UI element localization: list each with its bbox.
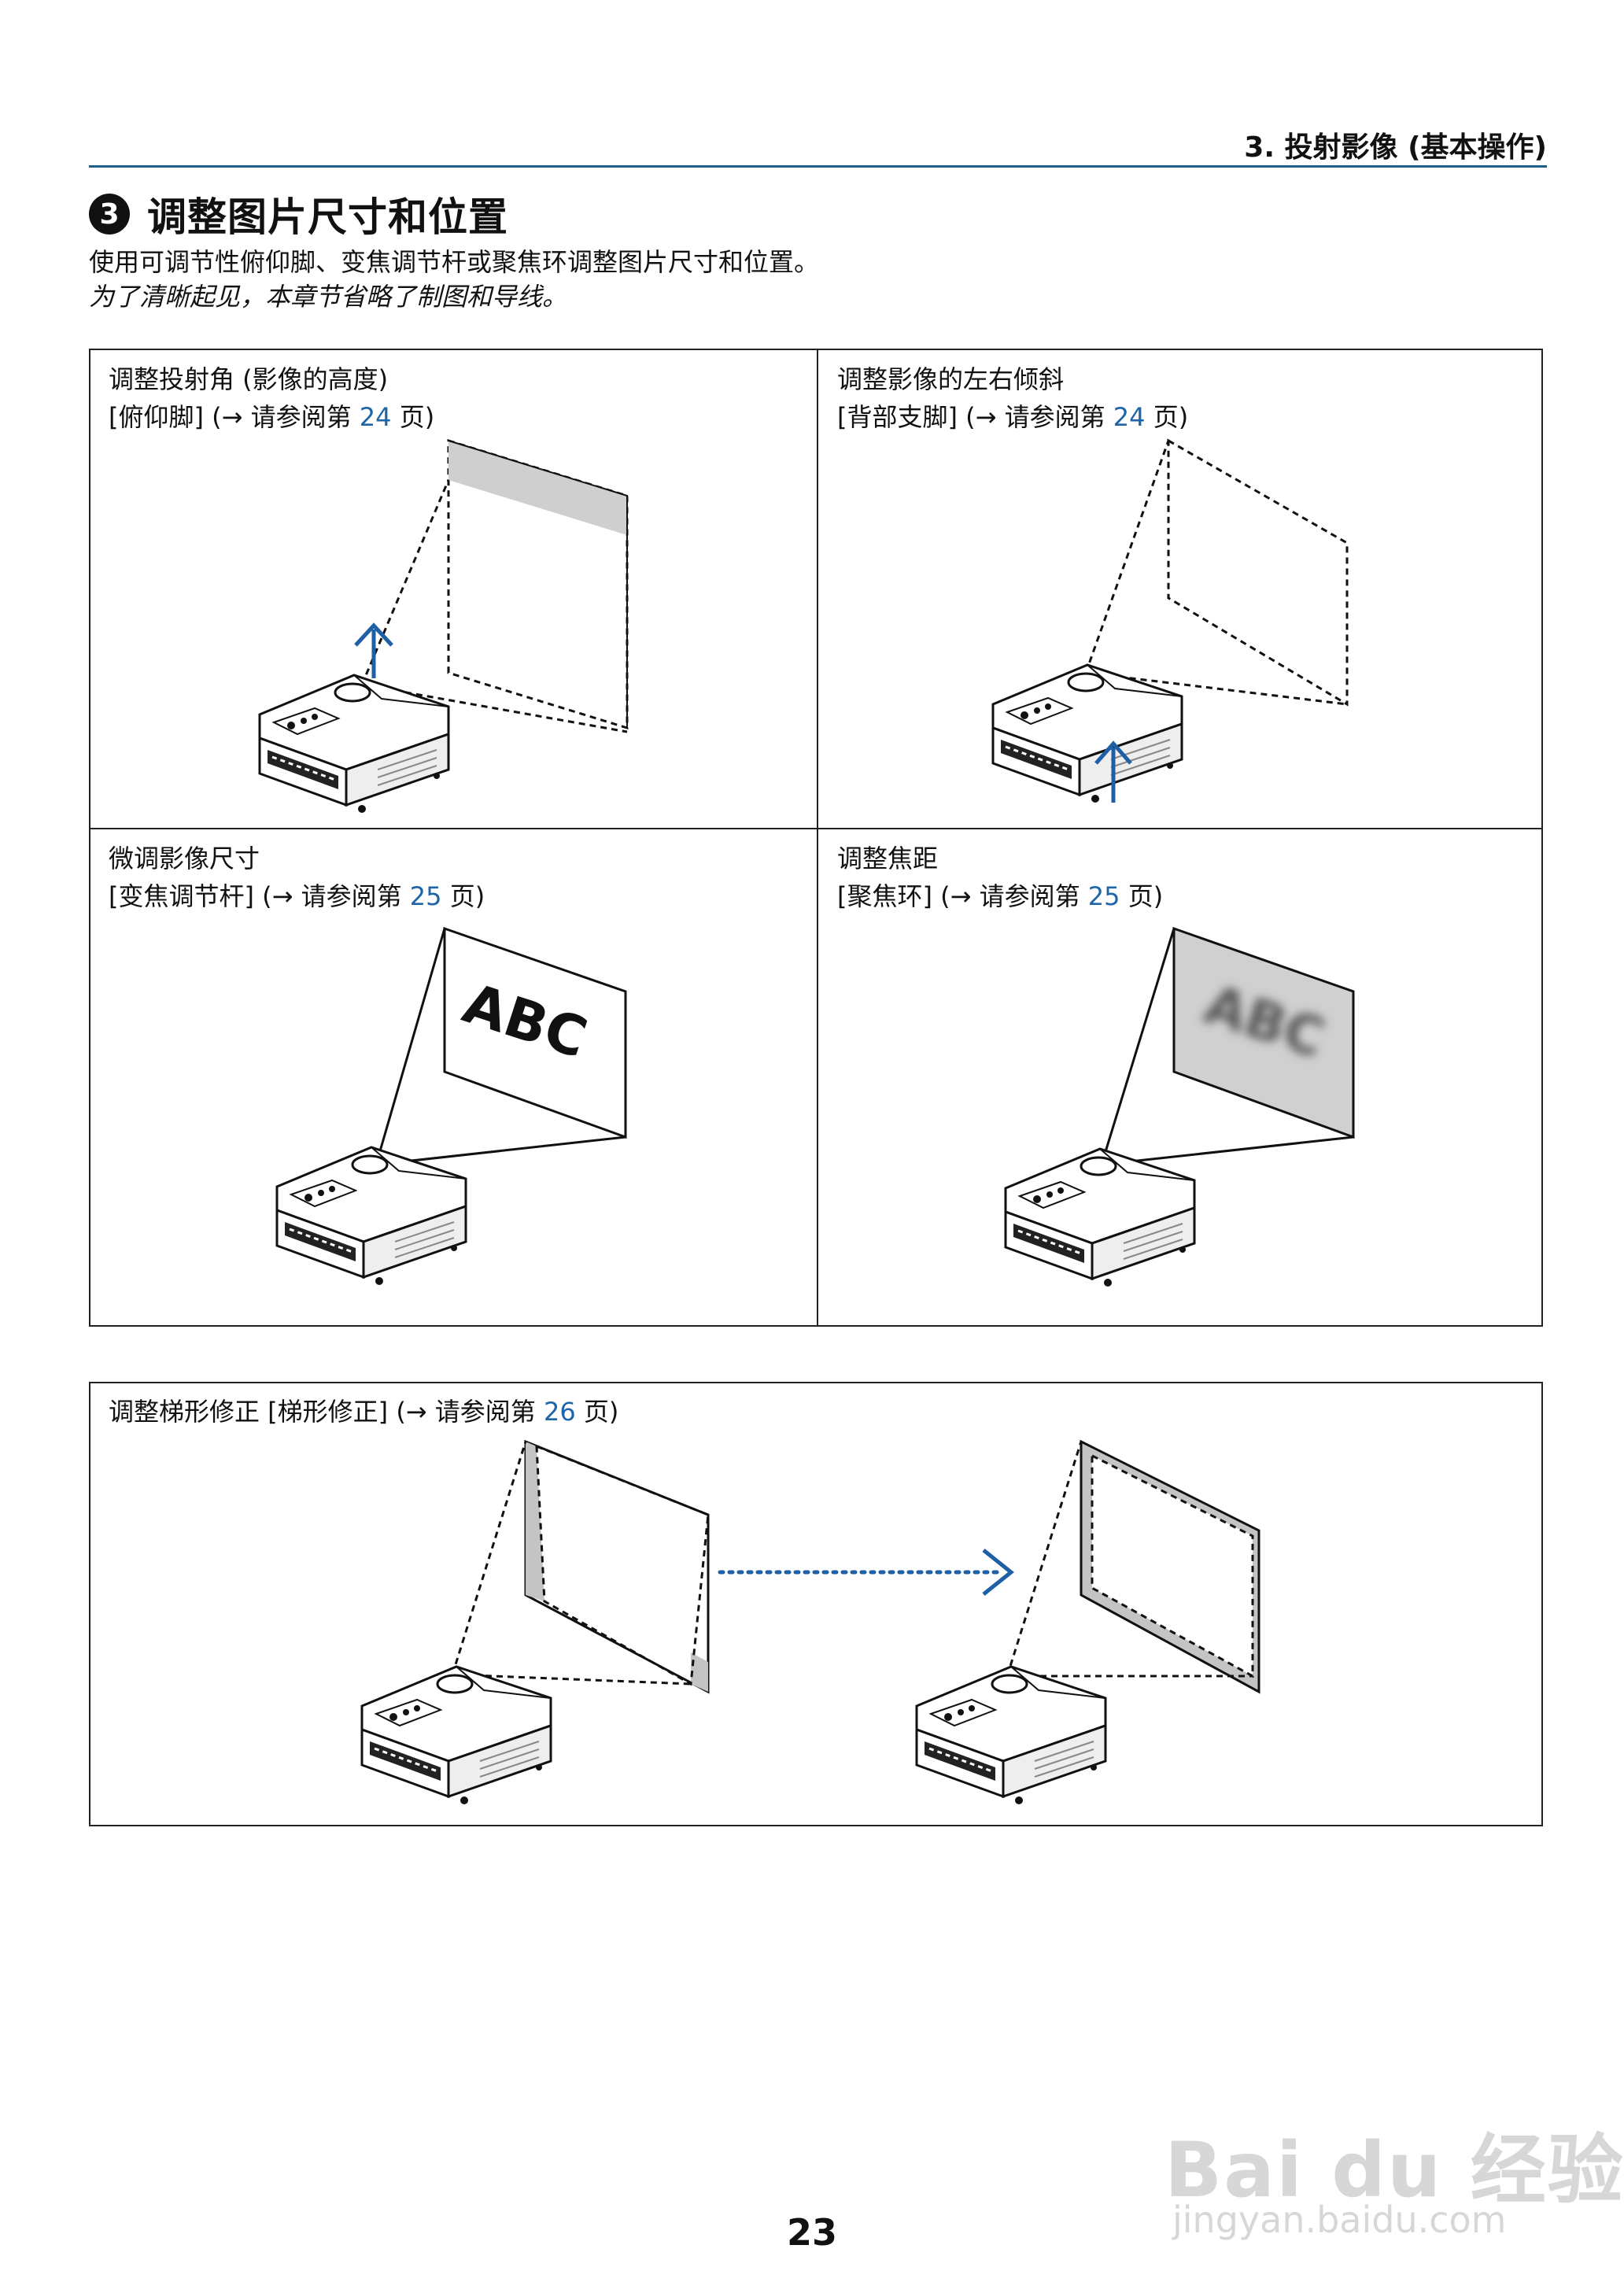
page-link-26[interactable]: 26 (543, 1397, 576, 1427)
page-link-25[interactable]: 25 (1087, 881, 1120, 911)
panel-zoom-title: 微调影像尺寸 (109, 844, 260, 873)
panel-focus-illustration: ABC (1004, 926, 1355, 1288)
up-arrow-icon (354, 622, 393, 678)
chapter-title: 3. 投射影像 (基本操作) (1244, 131, 1547, 164)
page-link-25[interactable]: 25 (409, 881, 442, 911)
panel-tilt-illustration (258, 438, 629, 814)
grid-divider-vertical (817, 349, 818, 1327)
section-number-badge: 3 (89, 194, 130, 234)
page-link-24[interactable]: 24 (1113, 402, 1146, 432)
right-arrow-icon (718, 1549, 1015, 1596)
section-heading: 3 调整图片尺寸和位置 (89, 186, 508, 242)
panel-zoom-ref: [变焦调节杆] (→ 请参阅第 25 页) (109, 881, 485, 911)
adjustment-grid (89, 349, 1543, 1327)
page-number: 23 (786, 2211, 837, 2254)
panel-focus-label: 调整焦距 [聚焦环] (→ 请参阅第 25 页) (837, 840, 1163, 915)
panel-tilt-ref: [俯仰脚] (→ 请参阅第 24 页) (109, 402, 435, 432)
panel-tilt-title: 调整投射角 (影像的高度) (109, 364, 389, 394)
note-text: 为了清晰起见，本章节省略了制图和导线。 (89, 282, 568, 312)
intro-text: 使用可调节性俯仰脚、变焦调节杆或聚焦环调整图片尺寸和位置。 (89, 247, 820, 277)
watermark-url: jingyan.baidu.com (1172, 2199, 1507, 2241)
section-title: 调整图片尺寸和位置 (147, 194, 508, 240)
panel-zoom-illustration: ABC (275, 926, 627, 1287)
up-arrow-icon (1094, 740, 1132, 803)
panel-focus-title: 调整焦距 (837, 844, 939, 873)
keystone-box (89, 1382, 1543, 1826)
panel-focus-ref: [聚焦环] (→ 请参阅第 25 页) (837, 881, 1164, 911)
panel-level-illustration (991, 438, 1349, 804)
panel-tilt-label: 调整投射角 (影像的高度) [俯仰脚] (→ 请参阅第 24 页) (109, 360, 434, 436)
page-link-24[interactable]: 24 (359, 402, 392, 432)
grid-divider-horizontal (89, 828, 1543, 829)
keystone-after-illustration (915, 1439, 1260, 1806)
panel-zoom-label: 微调影像尺寸 [变焦调节杆] (→ 请参阅第 25 页) (109, 840, 485, 915)
panel-level-ref: [背部支脚] (→ 请参阅第 24 页) (837, 402, 1189, 432)
keystone-before-illustration (360, 1439, 710, 1806)
header-rule (89, 165, 1547, 168)
keystone-label: 调整梯形修正 [梯形修正] (→ 请参阅第 26 页) (109, 1397, 619, 1427)
panel-level-title: 调整影像的左右倾斜 (837, 364, 1065, 394)
watermark-brand: Bai du 经验 (1164, 2126, 1624, 2214)
panel-level-label: 调整影像的左右倾斜 [背部支脚] (→ 请参阅第 24 页) (837, 360, 1188, 436)
